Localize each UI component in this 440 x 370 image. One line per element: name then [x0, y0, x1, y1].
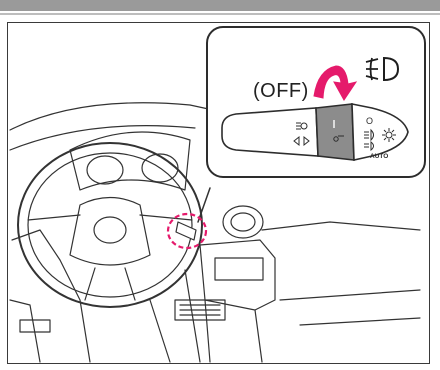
auto-label: AUTO	[370, 153, 388, 160]
steering-wheel	[18, 143, 202, 307]
light-switch-lever	[222, 104, 408, 160]
off-label: (OFF)	[253, 80, 309, 103]
off-position-symbol: O	[366, 116, 373, 126]
instrument-cluster	[70, 132, 190, 190]
fog-switch-band[interactable]	[316, 104, 354, 160]
steering-hub	[70, 198, 150, 266]
air-vent	[223, 206, 263, 238]
lever-in-scene	[176, 222, 196, 240]
